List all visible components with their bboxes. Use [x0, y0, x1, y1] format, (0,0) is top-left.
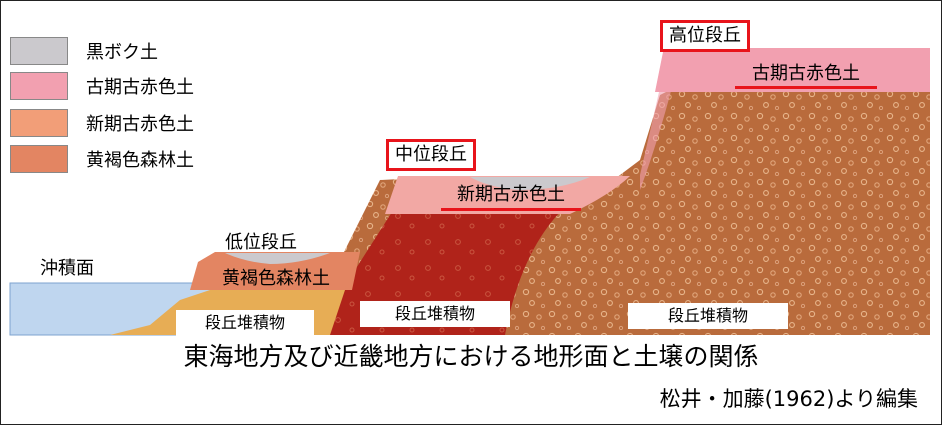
figure-source: 松井・加藤(1962)より編集: [659, 387, 918, 411]
legend-swatch: [10, 37, 68, 65]
high-terrace-soil: [655, 48, 930, 92]
high-terrace-label: 高位段丘: [660, 20, 750, 52]
legend-item-forest-soil: 黄褐色森林土: [10, 145, 194, 173]
high-terrace-soil-label: 古期古赤色土: [752, 63, 860, 84]
legend-swatch: [10, 145, 68, 173]
deposit-label-low: 段丘堆積物: [176, 310, 314, 336]
legend-swatch: [10, 109, 68, 137]
middle-terrace-soil: [385, 176, 630, 214]
low-terrace-label: 低位段丘: [225, 232, 297, 253]
legend-label: 黒ボク土: [86, 42, 158, 63]
legend-label: 黄褐色森林土: [86, 150, 194, 171]
high-soil-underline: [735, 86, 877, 89]
alluvial-plane-label: 沖積面: [40, 258, 94, 279]
middle-soil-underline: [441, 208, 581, 211]
figure-caption: 東海地方及び近畿地方における地形面と土壌の関係: [183, 342, 759, 371]
legend-label: 新期古赤色土: [86, 114, 194, 135]
legend-item-new-red-soil: 新期古赤色土: [10, 109, 194, 137]
legend-swatch: [10, 72, 68, 100]
low-terrace-soil-label: 黄褐色森林土: [222, 268, 330, 289]
legend-item-old-red-soil: 古期古赤色土: [10, 72, 194, 100]
legend-label: 古期古赤色土: [86, 77, 194, 98]
middle-terrace-kuroboku: [470, 177, 590, 190]
middle-terrace-soil-label: 新期古赤色土: [457, 184, 565, 205]
deposit-label-middle: 段丘堆積物: [360, 301, 510, 327]
middle-terrace-label: 中位段丘: [386, 139, 476, 171]
legend-item-kuroboku: 黒ボク土: [10, 37, 158, 65]
deposit-label-high: 段丘堆積物: [628, 303, 788, 329]
high-terrace-scarp: [640, 52, 680, 190]
low-terrace-soil: [190, 252, 360, 290]
low-terrace-kuroboku: [225, 253, 330, 264]
